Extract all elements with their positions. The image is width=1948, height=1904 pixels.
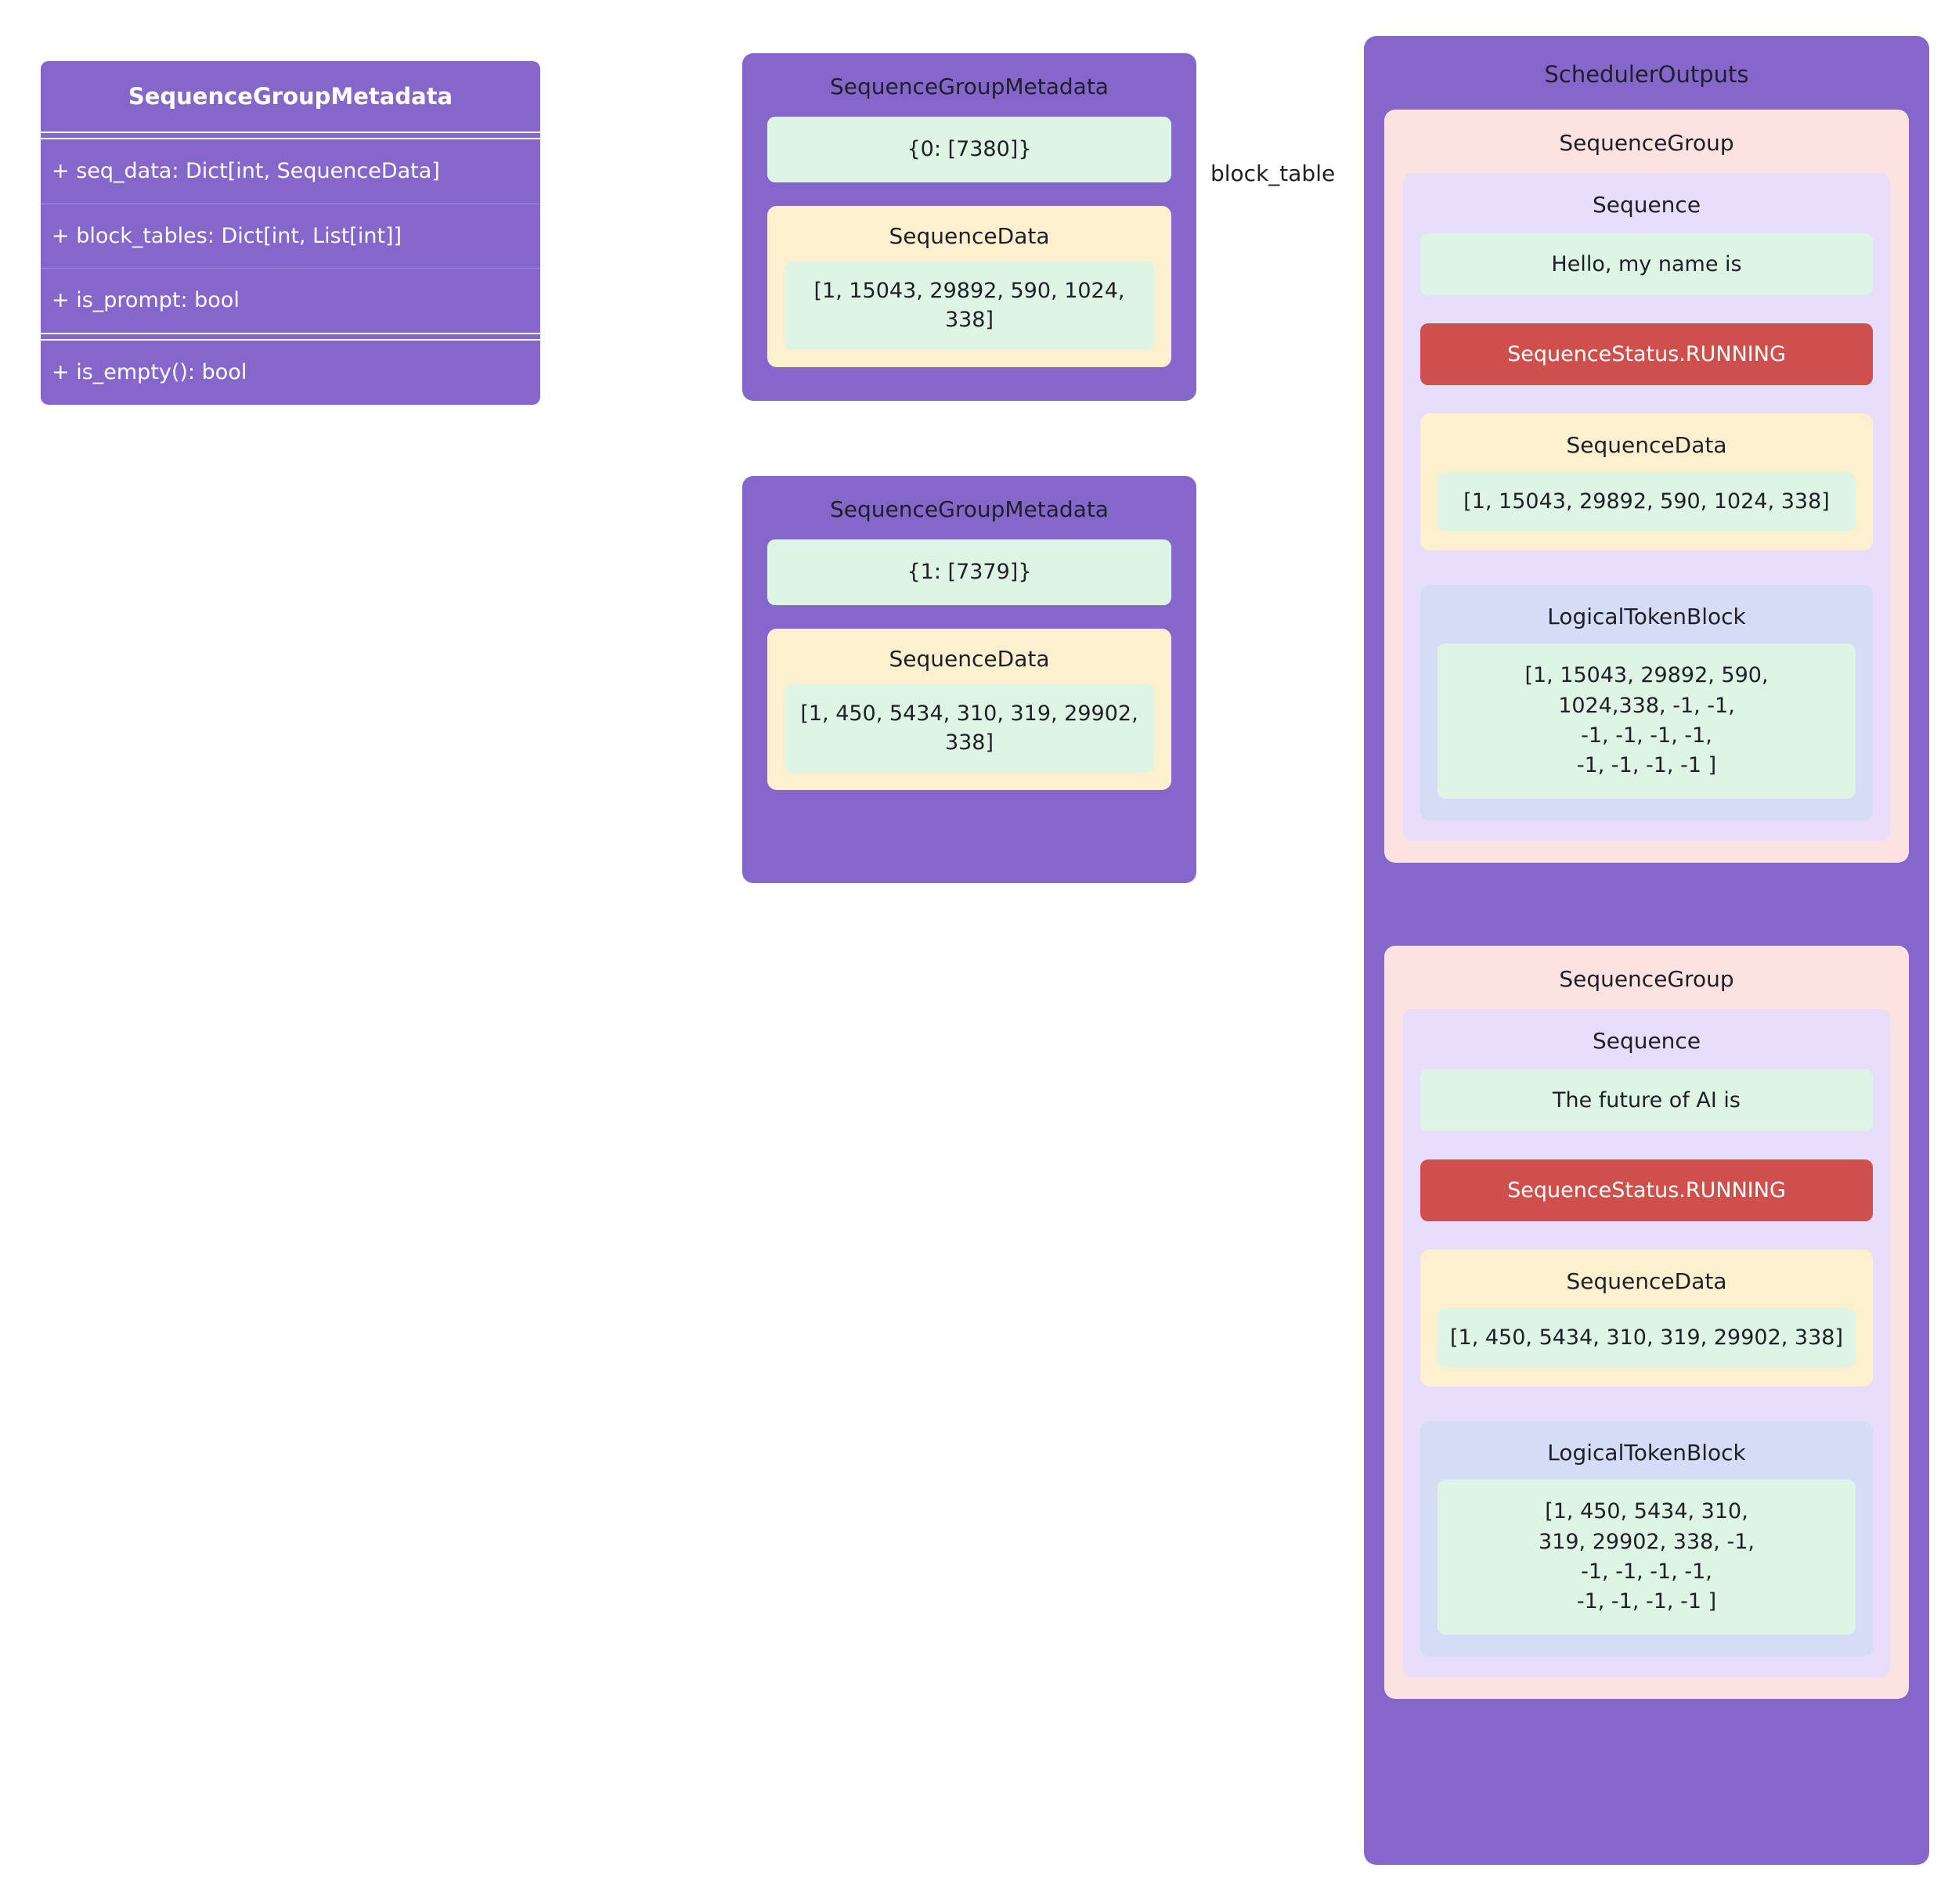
uml-method-is-empty: + is_empty(): bool — [52, 360, 247, 385]
sequence-data-box: SequenceData [1, 15043, 29892, 590, 1024… — [767, 206, 1171, 368]
sequence-group-0: SequenceGroup Sequence Hello, my name is… — [1384, 110, 1909, 863]
metadata-card-0: SequenceGroupMetadata {0: [7380]} Sequen… — [742, 53, 1196, 401]
uml-header-separator — [41, 132, 540, 139]
uml-methods-separator — [41, 333, 540, 341]
sequence-data-box: SequenceData [1, 15043, 29892, 590, 1024… — [1420, 413, 1873, 551]
sequence-group-title: SequenceGroup — [1559, 130, 1734, 156]
uml-attribute-is-prompt: + is_prompt: bool — [52, 288, 240, 313]
uml-attribute-block-tables: + block_tables: Dict[int, List[int]] — [52, 223, 402, 248]
sequence-data-box: SequenceData [1, 450, 5434, 310, 319, 29… — [1420, 1249, 1873, 1387]
sequence-prompt-text: The future of AI is — [1420, 1069, 1873, 1131]
sequence-group-title: SequenceGroup — [1559, 965, 1734, 992]
sequence-box-1: Sequence The future of AI is SequenceSta… — [1403, 1008, 1890, 1677]
logical-token-block-tokens: [1, 15043, 29892, 590, 1024,338, -1, -1,… — [1438, 644, 1856, 799]
block-table-annotation: block_table — [1210, 160, 1336, 186]
uml-attribute-divider — [41, 268, 540, 269]
sequence-group-1: SequenceGroup Sequence The future of AI … — [1384, 945, 1909, 1699]
scheduler-outputs-title: SchedulerOutputs — [1544, 61, 1749, 88]
logical-token-block-box: LogicalTokenBlock [1, 15043, 29892, 590,… — [1420, 585, 1873, 820]
logical-token-block-title: LogicalTokenBlock — [1547, 604, 1746, 630]
status-badge: SequenceStatus.RUNNING — [1420, 323, 1873, 385]
sequence-data-title: SequenceData — [1566, 432, 1727, 458]
scheduler-outputs-panel: SchedulerOutputs SequenceGroup Sequence … — [1364, 36, 1929, 1865]
sequence-prompt-text: Hello, my name is — [1420, 233, 1873, 295]
logical-token-block-box: LogicalTokenBlock [1, 450, 5434, 310, 31… — [1420, 1421, 1873, 1657]
logical-token-block-title: LogicalTokenBlock — [1547, 1440, 1746, 1466]
uml-class-sequencegroupmetadata: SequenceGroupMetadata + seq_data: Dict[i… — [41, 61, 540, 405]
sequence-data-title: SequenceData — [889, 223, 1050, 250]
sequence-data-tokens: [1, 450, 5434, 310, 319, 29902, 338] — [785, 684, 1154, 774]
metadata-card-1: SequenceGroupMetadata {1: [7379]} Sequen… — [742, 476, 1196, 883]
status-badge: SequenceStatus.RUNNING — [1420, 1159, 1873, 1221]
sequence-title: Sequence — [1592, 192, 1701, 218]
sequence-data-tokens: [1, 15043, 29892, 590, 1024, 338] — [1438, 472, 1856, 532]
sequence-data-tokens: [1, 15043, 29892, 590, 1024, 338] — [785, 261, 1154, 351]
sequence-data-title: SequenceData — [889, 646, 1050, 673]
sequence-box-0: Sequence Hello, my name is SequenceStatu… — [1403, 173, 1890, 841]
sequence-data-box: SequenceData [1, 450, 5434, 310, 319, 29… — [767, 629, 1171, 791]
sequence-data-tokens: [1, 450, 5434, 310, 319, 29902, 338] — [1438, 1307, 1856, 1368]
logical-token-block-tokens: [1, 450, 5434, 310, 319, 29902, 338, -1,… — [1438, 1480, 1856, 1635]
uml-attribute-seq-data: + seq_data: Dict[int, SequenceData] — [52, 159, 440, 183]
metadata-card-title: SequenceGroupMetadata — [830, 74, 1109, 99]
sequence-data-title: SequenceData — [1566, 1268, 1727, 1294]
metadata-block-table-value: {1: [7379]} — [767, 539, 1171, 606]
uml-class-title: SequenceGroupMetadata — [128, 83, 453, 110]
metadata-card-title: SequenceGroupMetadata — [830, 496, 1109, 522]
metadata-block-table-value: {0: [7380]} — [767, 117, 1171, 183]
sequence-title: Sequence — [1592, 1027, 1701, 1054]
